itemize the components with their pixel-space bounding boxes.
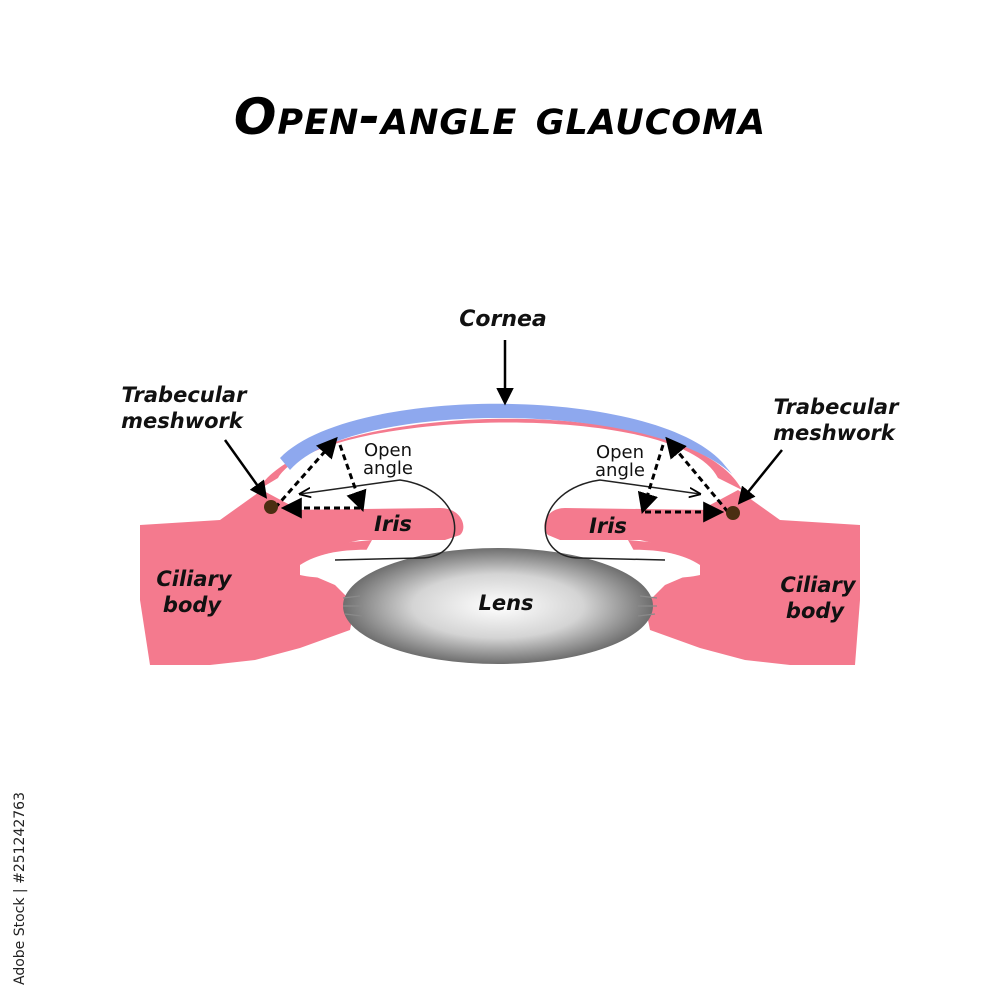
- aqueous-flow-right: [544, 479, 700, 561]
- label-trabecular-right-line1: Trabecular: [774, 395, 901, 419]
- open-angle-right: [637, 436, 730, 523]
- iris-right: [544, 508, 720, 560]
- lens: [343, 548, 653, 664]
- label-iris-left: Iris: [374, 512, 412, 536]
- label-trabecular-left-line2: meshwork: [121, 409, 245, 433]
- zonule-fibers: [342, 595, 658, 617]
- stock-id: Adobe Stock | #251242763: [12, 792, 28, 985]
- label-ciliary-right-line1: Ciliary: [780, 573, 857, 597]
- label-trabecular-left-line1: Trabecular: [122, 383, 249, 407]
- label-open-angle-left-line1: Open: [364, 440, 412, 461]
- ciliary-body-left: [140, 490, 372, 665]
- iris-left: [280, 508, 464, 560]
- label-ciliary-left-line2: body: [163, 593, 222, 617]
- label-open-angle-left-line2: angle: [363, 458, 413, 479]
- trabecular-meshwork-left: [264, 500, 278, 514]
- ciliary-body-right: [628, 490, 860, 665]
- label-ciliary-right-line2: body: [786, 599, 845, 623]
- cornea-inner-layer: [280, 403, 732, 474]
- trabecular-left-pointer-arrow: [223, 439, 268, 499]
- aqueous-flow-left: [300, 479, 456, 561]
- label-ciliary-left-line1: Ciliary: [156, 567, 233, 591]
- open-angle-left: [273, 436, 367, 519]
- diagram-title: Open-angle glaucoma: [233, 88, 767, 146]
- label-trabecular-right-line2: meshwork: [773, 421, 897, 445]
- label-iris-right: Iris: [589, 514, 627, 538]
- trabecular-right-pointer-arrow: [737, 449, 783, 505]
- label-open-angle-right-line2: angle: [595, 460, 645, 481]
- label-cornea: Cornea: [459, 307, 547, 332]
- label-open-angle-right-line1: Open: [596, 442, 644, 463]
- label-lens: Lens: [478, 591, 533, 615]
- trabecular-meshwork-right: [726, 506, 740, 520]
